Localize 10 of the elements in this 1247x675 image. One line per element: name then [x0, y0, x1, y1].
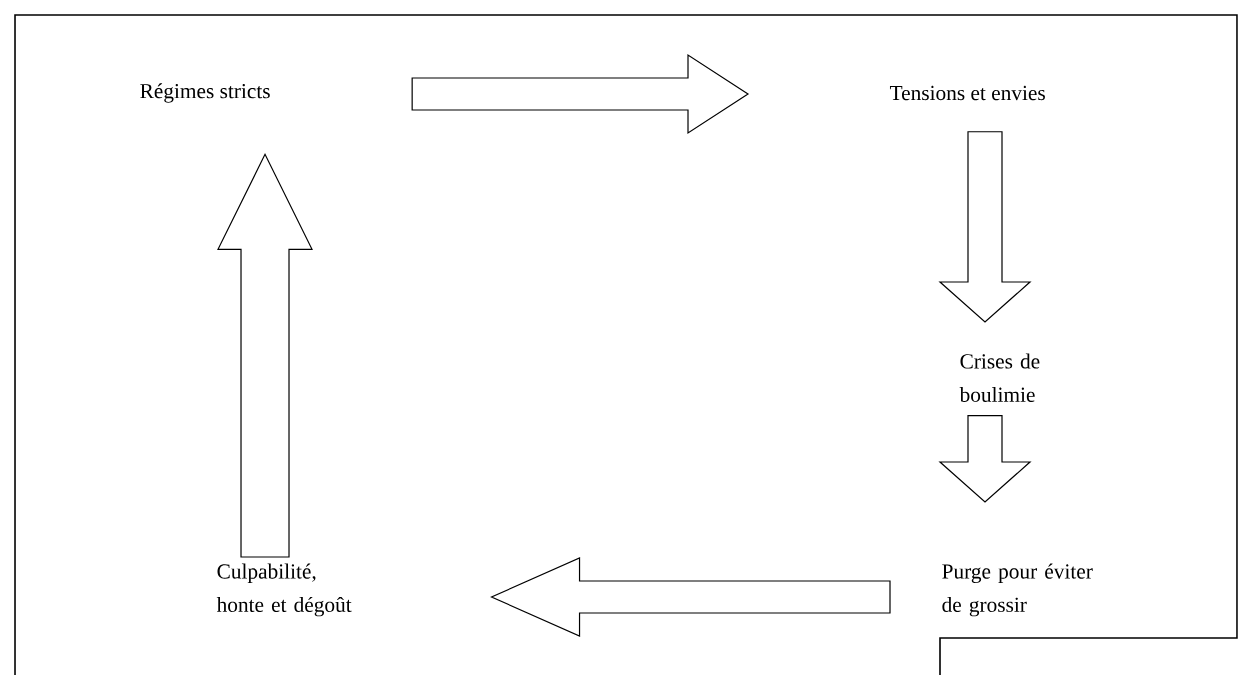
text-label: Crises de boulimie	[959, 353, 1040, 402]
text-label: Tensions et envies	[890, 85, 1045, 101]
block-arrow	[938, 131, 1032, 323]
text-label: Régimes stricts	[140, 83, 270, 103]
block-arrow	[411, 53, 750, 135]
text-label: Purge pour éviter de grossir	[942, 563, 1093, 617]
block-arrow	[217, 152, 313, 558]
text-label: Culpabilité, honte et dégoût	[216, 563, 352, 617]
block-arrow	[490, 557, 891, 637]
block-arrow	[938, 414, 1032, 503]
